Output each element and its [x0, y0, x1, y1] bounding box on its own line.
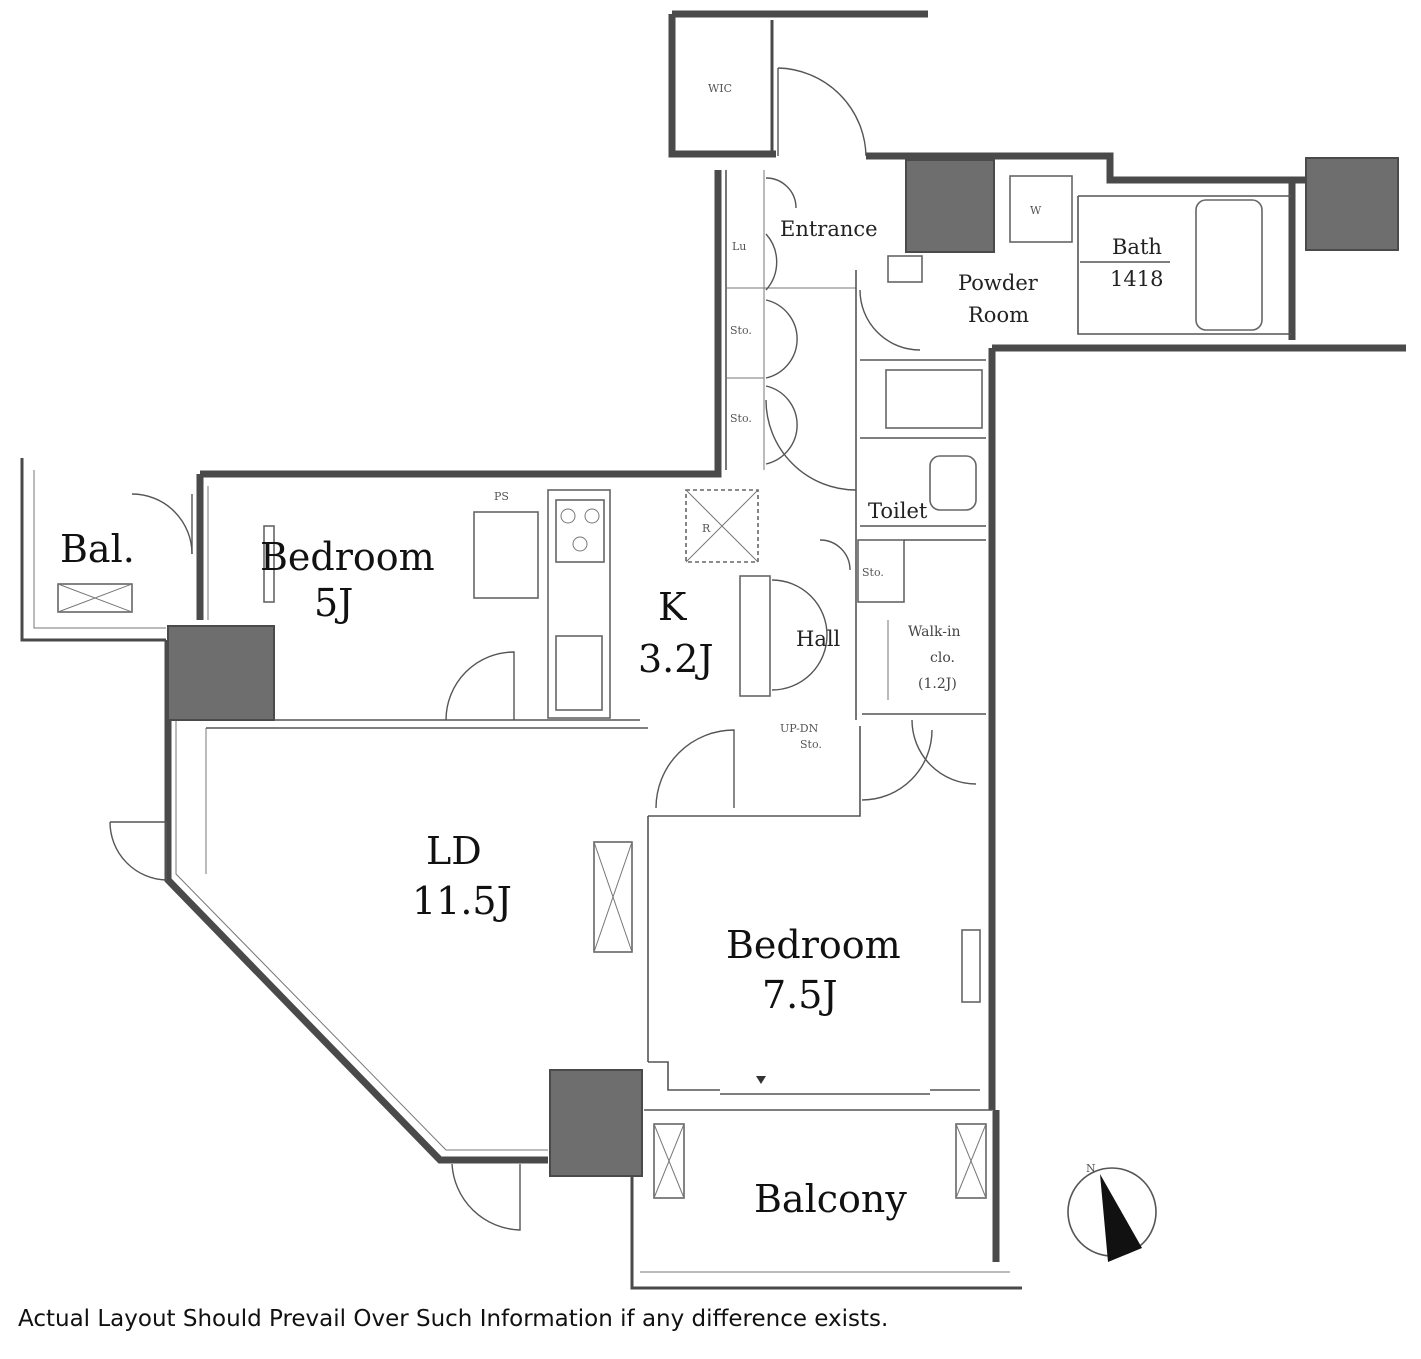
kitchen — [547, 489, 771, 809]
updown-sto-label: Sto. — [800, 738, 822, 751]
bedroom-5j: PS — [207, 486, 640, 721]
room-label-powder-1: Powder — [958, 271, 1039, 295]
bathtub-icon — [1195, 199, 1263, 331]
wic-label: WIC — [708, 82, 732, 95]
room-label-bedroom-2: Bedroom — [726, 923, 901, 967]
closet-rail — [263, 525, 275, 603]
r-label: R — [702, 522, 711, 535]
cupboard — [739, 575, 771, 697]
room-size-bath: 1418 — [1110, 267, 1163, 291]
room-label-powder-2: Room — [968, 303, 1029, 327]
room-size-bedroom-1: 5J — [314, 581, 353, 625]
column — [167, 625, 275, 721]
storage-label-1: Sto. — [730, 324, 752, 337]
room-label-walkin-2: clo. — [930, 650, 955, 666]
entrance-area: Lu Sto. Sto. — [725, 170, 857, 491]
room-size-ld: 11.5J — [412, 879, 512, 923]
sink-icon — [555, 635, 603, 711]
room-label-kitchen: K — [658, 585, 687, 629]
storage-box — [857, 539, 905, 603]
storage-label-2: Sto. — [730, 412, 752, 425]
updown-label: UP-DN — [780, 722, 819, 735]
washer-space — [1009, 175, 1073, 243]
room-label-entrance: Entrance — [780, 217, 878, 241]
bedroom-7-5j — [648, 929, 981, 1095]
room-size-bedroom-2: 7.5J — [762, 973, 838, 1017]
closet-rail — [961, 929, 981, 1003]
floor-plan: WIC — [20, 10, 1406, 1290]
room-label-balcony: Balcony — [754, 1177, 907, 1221]
room-label-toilet: Toilet — [868, 499, 928, 523]
column — [1305, 157, 1399, 251]
room-label-ld: LD — [426, 829, 482, 873]
room-label-bedroom-1: Bedroom — [260, 535, 435, 579]
entry-marker — [756, 1076, 766, 1084]
hall-area: Sto. UP-DN Sto. R — [702, 522, 986, 801]
room-label-hall: Hall — [796, 627, 841, 651]
room-size-walkin: (1.2J) — [918, 676, 957, 692]
washbasin-icon — [885, 369, 983, 429]
north-arrow-icon: N — [1067, 1162, 1157, 1262]
ps-label: PS — [494, 490, 509, 503]
outer-walls — [164, 152, 1406, 1290]
disclaimer-text: Actual Layout Should Prevail Over Such I… — [18, 1306, 889, 1332]
room-size-kitchen: 3.2J — [638, 637, 714, 681]
storage-label-3: Sto. — [862, 566, 884, 579]
big-balcony — [644, 1109, 992, 1199]
small-balcony — [20, 458, 193, 642]
lu-label: Lu — [732, 240, 746, 253]
room-label-bath: Bath — [1112, 235, 1162, 259]
wic-block: WIC — [668, 10, 928, 158]
w-label: W — [1030, 204, 1042, 217]
wet-area: W — [855, 175, 1292, 720]
room-label-walkin-1: Walk-in — [908, 624, 960, 640]
living-dining — [109, 726, 861, 1231]
column — [905, 159, 995, 253]
toilet-icon — [929, 455, 977, 511]
lu-box — [887, 255, 923, 283]
column — [549, 1069, 643, 1177]
stove-icon — [555, 499, 605, 563]
washer-icon — [473, 511, 539, 599]
room-label-bal: Bal. — [60, 527, 135, 571]
north-label: N — [1086, 1162, 1096, 1175]
